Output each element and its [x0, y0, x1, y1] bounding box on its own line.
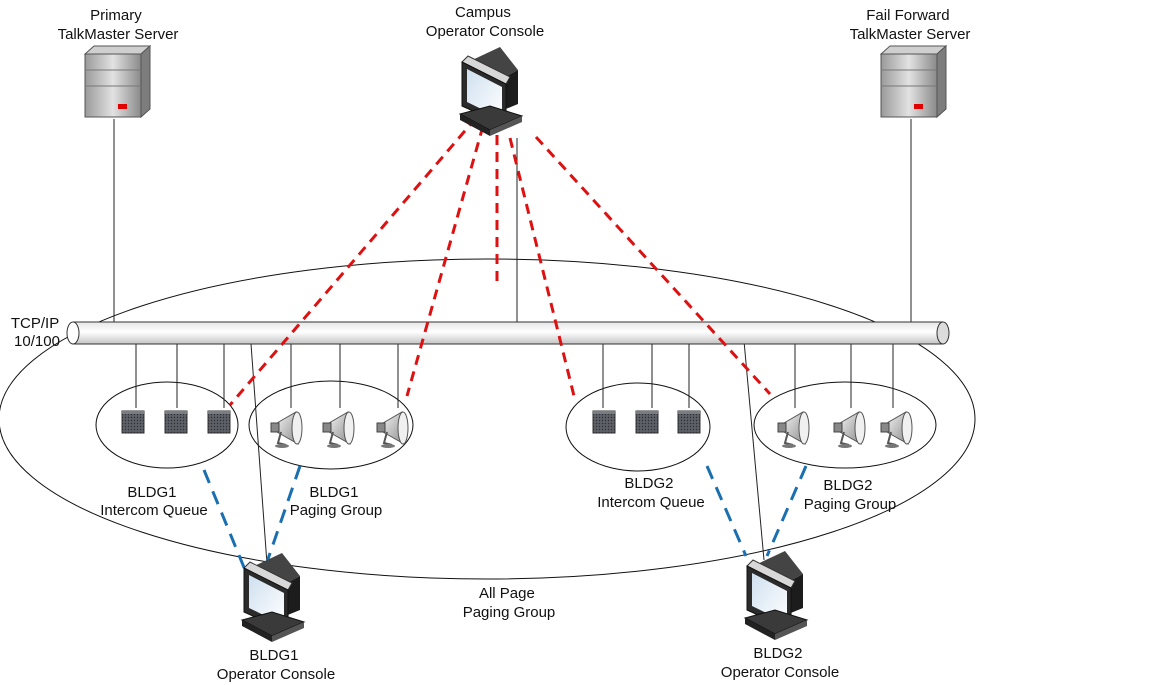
bldg1-paging-label: BLDG1 Paging Group — [290, 484, 383, 519]
bldg1-intercom-icon — [207, 410, 231, 434]
campus-console-monitor-icon — [459, 46, 523, 137]
bldg2-intercom-group-boundary — [565, 382, 711, 472]
all-page-group-boundary — [0, 258, 976, 580]
bldg2-speaker-icon — [833, 411, 866, 449]
drop-wires — [113, 119, 912, 565]
bldg2-intercom-icon — [592, 410, 616, 434]
primary-server-label: Primary TalkMaster Server — [58, 7, 179, 43]
bldg2-intercom-label: BLDG2 Intercom Queue — [597, 475, 705, 511]
campus-console-label: Campus Operator Console — [426, 4, 544, 40]
bldg1-intercom-icon — [164, 410, 188, 434]
bldg2-paging-group-boundary — [753, 381, 937, 469]
bldg1-paging-group-boundary — [248, 380, 414, 470]
building-console-links — [202, 465, 808, 583]
failforward-server-label: Fail Forward TalkMaster Server — [850, 7, 971, 43]
bldg1-intercom-group-boundary — [95, 381, 239, 469]
bldg1-intercom-icon — [121, 410, 145, 434]
bldg2-intercom-icon — [677, 410, 701, 434]
bldg2-speaker-icon — [777, 411, 810, 449]
all-page-label: All Page Paging Group — [463, 585, 556, 621]
bldg2-console-monitor-icon — [744, 550, 808, 641]
primary-server-icon — [84, 45, 151, 118]
failforward-server-icon — [880, 45, 947, 118]
bldg2-intercom-icon — [635, 410, 659, 434]
bldg1-console-label: BLDG1 Operator Console — [217, 647, 335, 683]
bldg1-speaker-icon — [376, 411, 409, 449]
tcpip-backbone — [66, 321, 950, 345]
bldg1-speaker-icon — [270, 411, 303, 449]
bldg1-speaker-icon — [322, 411, 355, 449]
bldg2-speaker-icon — [880, 411, 913, 449]
campus-console-links — [228, 117, 772, 406]
network-label: TCP/IP 10/100 — [11, 315, 63, 350]
bldg2-console-label: BLDG2 Operator Console — [721, 645, 839, 681]
bldg1-intercom-label: BLDG1 Intercom Queue — [100, 484, 208, 519]
bldg2-paging-label: BLDG2 Paging Group — [804, 477, 897, 513]
